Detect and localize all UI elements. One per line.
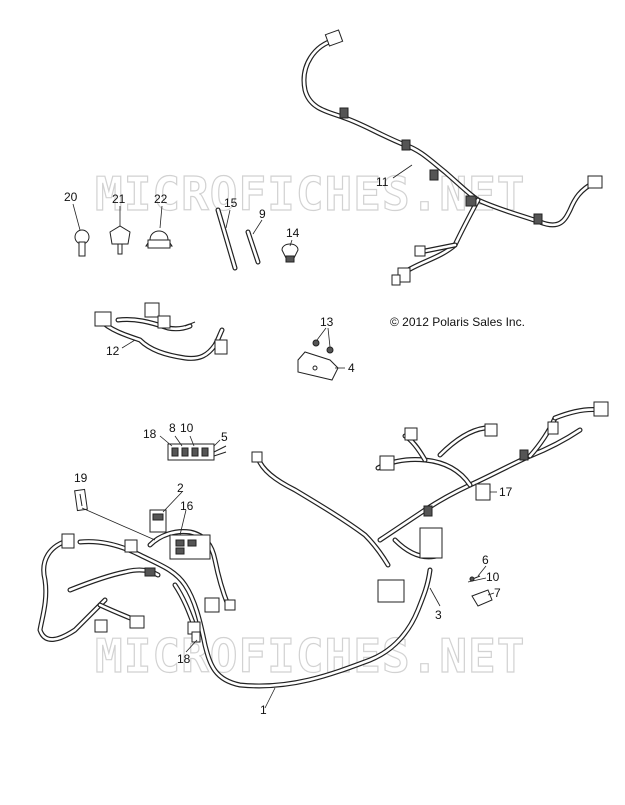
leader-18a <box>159 435 173 447</box>
callout-16: 16 <box>180 499 194 513</box>
watermark-bottom: MICROFICHES.NET <box>95 629 525 683</box>
callout-5: 5 <box>221 430 228 444</box>
module-16[interactable] <box>169 534 211 560</box>
part-9[interactable] <box>245 229 261 265</box>
callout-10a: 10 <box>180 421 194 435</box>
copyright-notice: © 2012 Polaris Sales Inc. <box>390 315 525 329</box>
leader-13b <box>327 327 331 348</box>
callout-18b: 7 <box>494 586 501 600</box>
leader-1 <box>264 687 276 709</box>
callout-20: 20 <box>64 190 78 204</box>
callout-1: 1 <box>260 703 267 717</box>
leader-16 <box>179 509 187 536</box>
part-22[interactable] <box>145 230 173 249</box>
relay-box-2[interactable] <box>149 509 167 533</box>
harness-12[interactable] <box>94 302 228 361</box>
leader-19 <box>81 507 156 541</box>
callout-12: 12 <box>106 344 120 358</box>
leader-7 <box>185 639 198 653</box>
leader-6 <box>477 565 487 577</box>
leader-11 <box>392 164 413 179</box>
callout-10b: 10 <box>486 570 500 584</box>
part-18-right[interactable] <box>471 589 493 607</box>
part-4[interactable] <box>297 351 339 381</box>
part-14[interactable] <box>281 243 299 263</box>
callout-3: 3 <box>435 608 442 622</box>
part-20[interactable] <box>74 229 90 257</box>
part-6[interactable] <box>469 575 481 582</box>
leader-5 <box>213 439 221 447</box>
part-15[interactable] <box>215 207 238 271</box>
leader-15 <box>225 209 231 229</box>
watermark-top: MICROFICHES.NET <box>95 167 525 221</box>
leader-3 <box>429 587 441 607</box>
callout-9: 9 <box>259 207 266 221</box>
leader-14 <box>289 239 293 247</box>
callout-7: 18 <box>177 652 191 666</box>
callout-8: 8 <box>169 421 176 435</box>
leader-10a <box>189 435 195 447</box>
callout-13: 13 <box>320 315 334 329</box>
harness-11[interactable] <box>301 29 603 286</box>
part-13[interactable] <box>312 339 334 354</box>
callout-17: 17 <box>499 485 513 499</box>
leader-18b <box>487 592 495 596</box>
leader-9 <box>252 219 263 235</box>
callout-22: 22 <box>154 192 168 206</box>
callout-15: 15 <box>224 196 238 210</box>
leader-20 <box>72 203 81 231</box>
part-19[interactable] <box>74 488 88 512</box>
leader-22 <box>159 205 163 229</box>
callout-21: 21 <box>112 192 126 206</box>
leader-2 <box>162 491 183 513</box>
fuse-block[interactable] <box>167 443 227 461</box>
callout-2: 2 <box>177 481 184 495</box>
part-21[interactable] <box>109 225 131 255</box>
leader-13a <box>316 327 327 341</box>
callout-19: 19 <box>74 471 88 485</box>
leader-12 <box>121 339 136 349</box>
harness-1[interactable] <box>37 401 609 689</box>
callout-18a: 18 <box>143 427 157 441</box>
callout-4: 4 <box>348 361 355 375</box>
leader-10b <box>467 577 487 583</box>
callout-14: 14 <box>286 226 300 240</box>
part-7[interactable] <box>191 631 201 643</box>
leader-8 <box>174 435 183 447</box>
callout-6: 6 <box>482 553 489 567</box>
callout-11: 11 <box>376 175 389 189</box>
